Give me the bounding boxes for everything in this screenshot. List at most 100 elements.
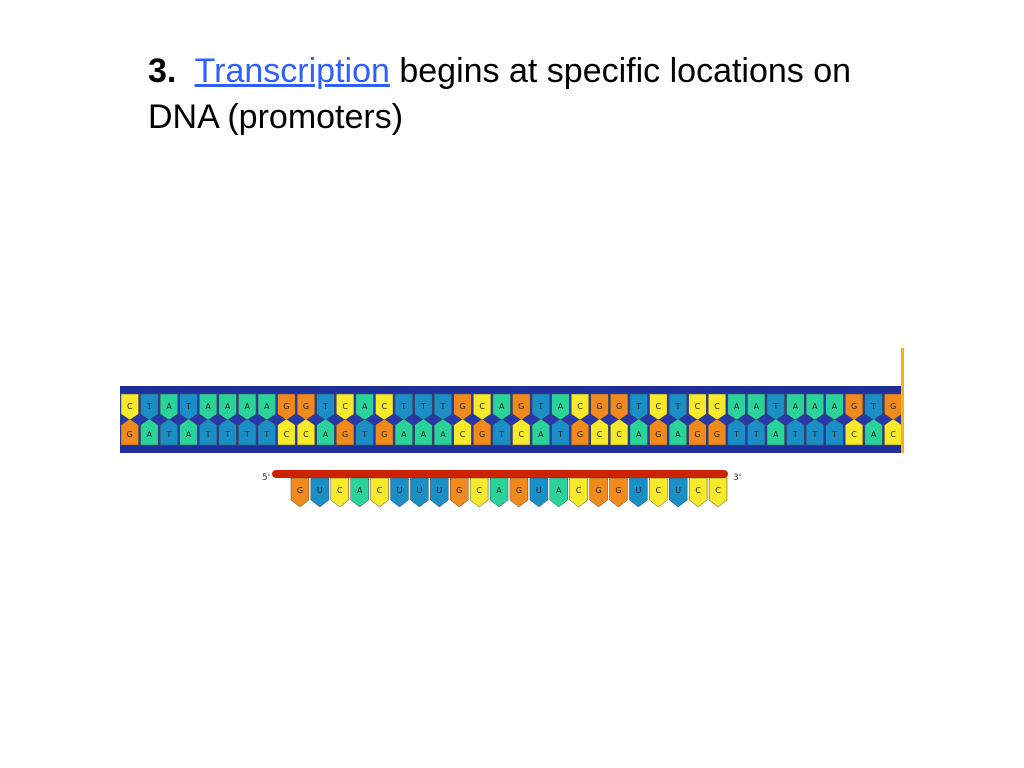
rna-base: [589, 477, 608, 508]
dna-top-base: [649, 393, 668, 421]
rna-base: [708, 477, 728, 508]
dna-top-base: [375, 393, 394, 421]
dna-bottom-base-letter: A: [323, 430, 329, 439]
dna-bottom-base-letter: A: [773, 430, 779, 439]
dna-top-base: [218, 393, 237, 421]
dna-top-base: [257, 393, 276, 421]
dna-top-base-letter: G: [890, 402, 896, 411]
dna-top-base-letter: T: [185, 402, 191, 411]
rna-base: [390, 477, 409, 508]
dna-top-base-letter: C: [381, 402, 387, 411]
dna-top-base-letter: A: [558, 402, 564, 411]
dna-double-helix: CGTAATTAATATATATGCGCTACGATCGTATATAGCCGAT…: [120, 348, 904, 453]
dna-top-base-letter: A: [793, 402, 799, 411]
dna-bottom-base: [473, 418, 492, 446]
rna-base: [350, 477, 369, 508]
rna-base: [330, 477, 349, 508]
dna-bottom-base: [277, 418, 296, 446]
dna-bottom-base-letter: C: [460, 430, 466, 439]
dna-bottom-base-letter: G: [342, 430, 348, 439]
rna-base-letter: U: [416, 486, 422, 495]
rna-base-letter: U: [317, 486, 323, 495]
dna-bottom-base-letter: A: [147, 430, 153, 439]
dna-bottom-base: [140, 418, 159, 446]
dna-top-base: [590, 393, 609, 421]
dna-top-base: [786, 393, 805, 421]
dna-top-base: [688, 393, 707, 421]
dna-bottom-base: [199, 418, 218, 446]
dna-bottom-base-letter: C: [303, 430, 309, 439]
dna-bottom-base: [433, 418, 453, 446]
transcription-link[interactable]: Transcription: [194, 52, 390, 90]
dna-top-base-letter: T: [772, 402, 778, 411]
dna-bottom-base-letter: T: [361, 430, 367, 439]
dna-top-base-letter: A: [362, 402, 368, 411]
dna-top-base-letter: T: [322, 402, 328, 411]
dna-top-base-letter: T: [400, 402, 406, 411]
rna-base-letter: C: [476, 486, 482, 495]
dna-bottom-base-letter: A: [636, 430, 642, 439]
dna-bottom-base: [336, 418, 355, 446]
dna-bottom-base-letter: A: [871, 430, 877, 439]
rna-base: [669, 477, 688, 508]
dna-bottom-base-letter: A: [421, 430, 427, 439]
dna-backbone-top: [120, 386, 903, 394]
dna-top-base: [570, 393, 590, 421]
dna-bottom-base-letter: T: [165, 430, 171, 439]
rna-base-letter: C: [377, 486, 383, 495]
dna-bottom-base-letter: T: [792, 430, 798, 439]
dna-bottom-base-letter: A: [440, 430, 446, 439]
dna-bottom-base-letter: T: [811, 430, 817, 439]
dna-top-base: [512, 393, 531, 421]
dna-bottom-base: [355, 418, 374, 446]
dna-top-base: [296, 393, 315, 421]
rna-base: [489, 477, 509, 508]
rna-base: [430, 477, 449, 508]
rna-base: [549, 477, 568, 508]
dna-bottom-base: [375, 418, 394, 446]
dna-bottom-base-letter: T: [244, 430, 250, 439]
dna-top-base: [825, 393, 844, 421]
dna-bottom-base-letter: G: [577, 430, 583, 439]
dna-bottom-base: [884, 418, 903, 446]
dna-bottom-base-letter: T: [557, 430, 563, 439]
dna-bottom-base: [570, 418, 590, 446]
dna-top-base-letter: G: [518, 402, 524, 411]
rna-base-letter: C: [576, 486, 582, 495]
heading-line1-text: begins at specific locations on: [399, 52, 852, 90]
rna-base: [569, 477, 588, 508]
rna-base: [450, 477, 469, 508]
dna-bottom-base: [727, 418, 746, 446]
dna-bottom-base: [414, 418, 433, 446]
rna-base-letter: U: [397, 486, 403, 495]
rna-three-prime-label: 3': [733, 473, 741, 483]
dna-top-base-letter: G: [303, 402, 309, 411]
dna-top-base: [394, 393, 413, 421]
rna-base-letter: C: [695, 486, 701, 495]
dna-top-base-letter: A: [205, 402, 211, 411]
dna-top-base-letter: T: [635, 402, 641, 411]
dna-top-base-letter: T: [146, 402, 152, 411]
dna-top-base-letter: G: [283, 402, 289, 411]
rna-base: [410, 477, 429, 508]
dna-top-base: [238, 393, 257, 421]
dna-bottom-base: [825, 418, 844, 446]
rna-base-letter: G: [516, 486, 522, 495]
dna-bottom-base: [551, 418, 570, 446]
dna-bottom-base-letter: T: [263, 430, 269, 439]
dna-top-base: [531, 393, 550, 421]
rna-base-letter: U: [536, 486, 542, 495]
dna-bottom-base-letter: A: [538, 430, 544, 439]
dna-bottom-base-letter: G: [127, 430, 133, 439]
dna-top-base: [355, 393, 374, 421]
dna-top-base: [199, 393, 218, 421]
dna-bottom-base: [159, 418, 178, 446]
dna-top-base: [766, 393, 785, 421]
rna-base: [370, 477, 389, 508]
rna-base: [609, 477, 628, 508]
dna-bottom-base-letter: C: [851, 430, 857, 439]
dna-top-base-letter: A: [499, 402, 505, 411]
dna-bottom-base: [120, 418, 139, 446]
